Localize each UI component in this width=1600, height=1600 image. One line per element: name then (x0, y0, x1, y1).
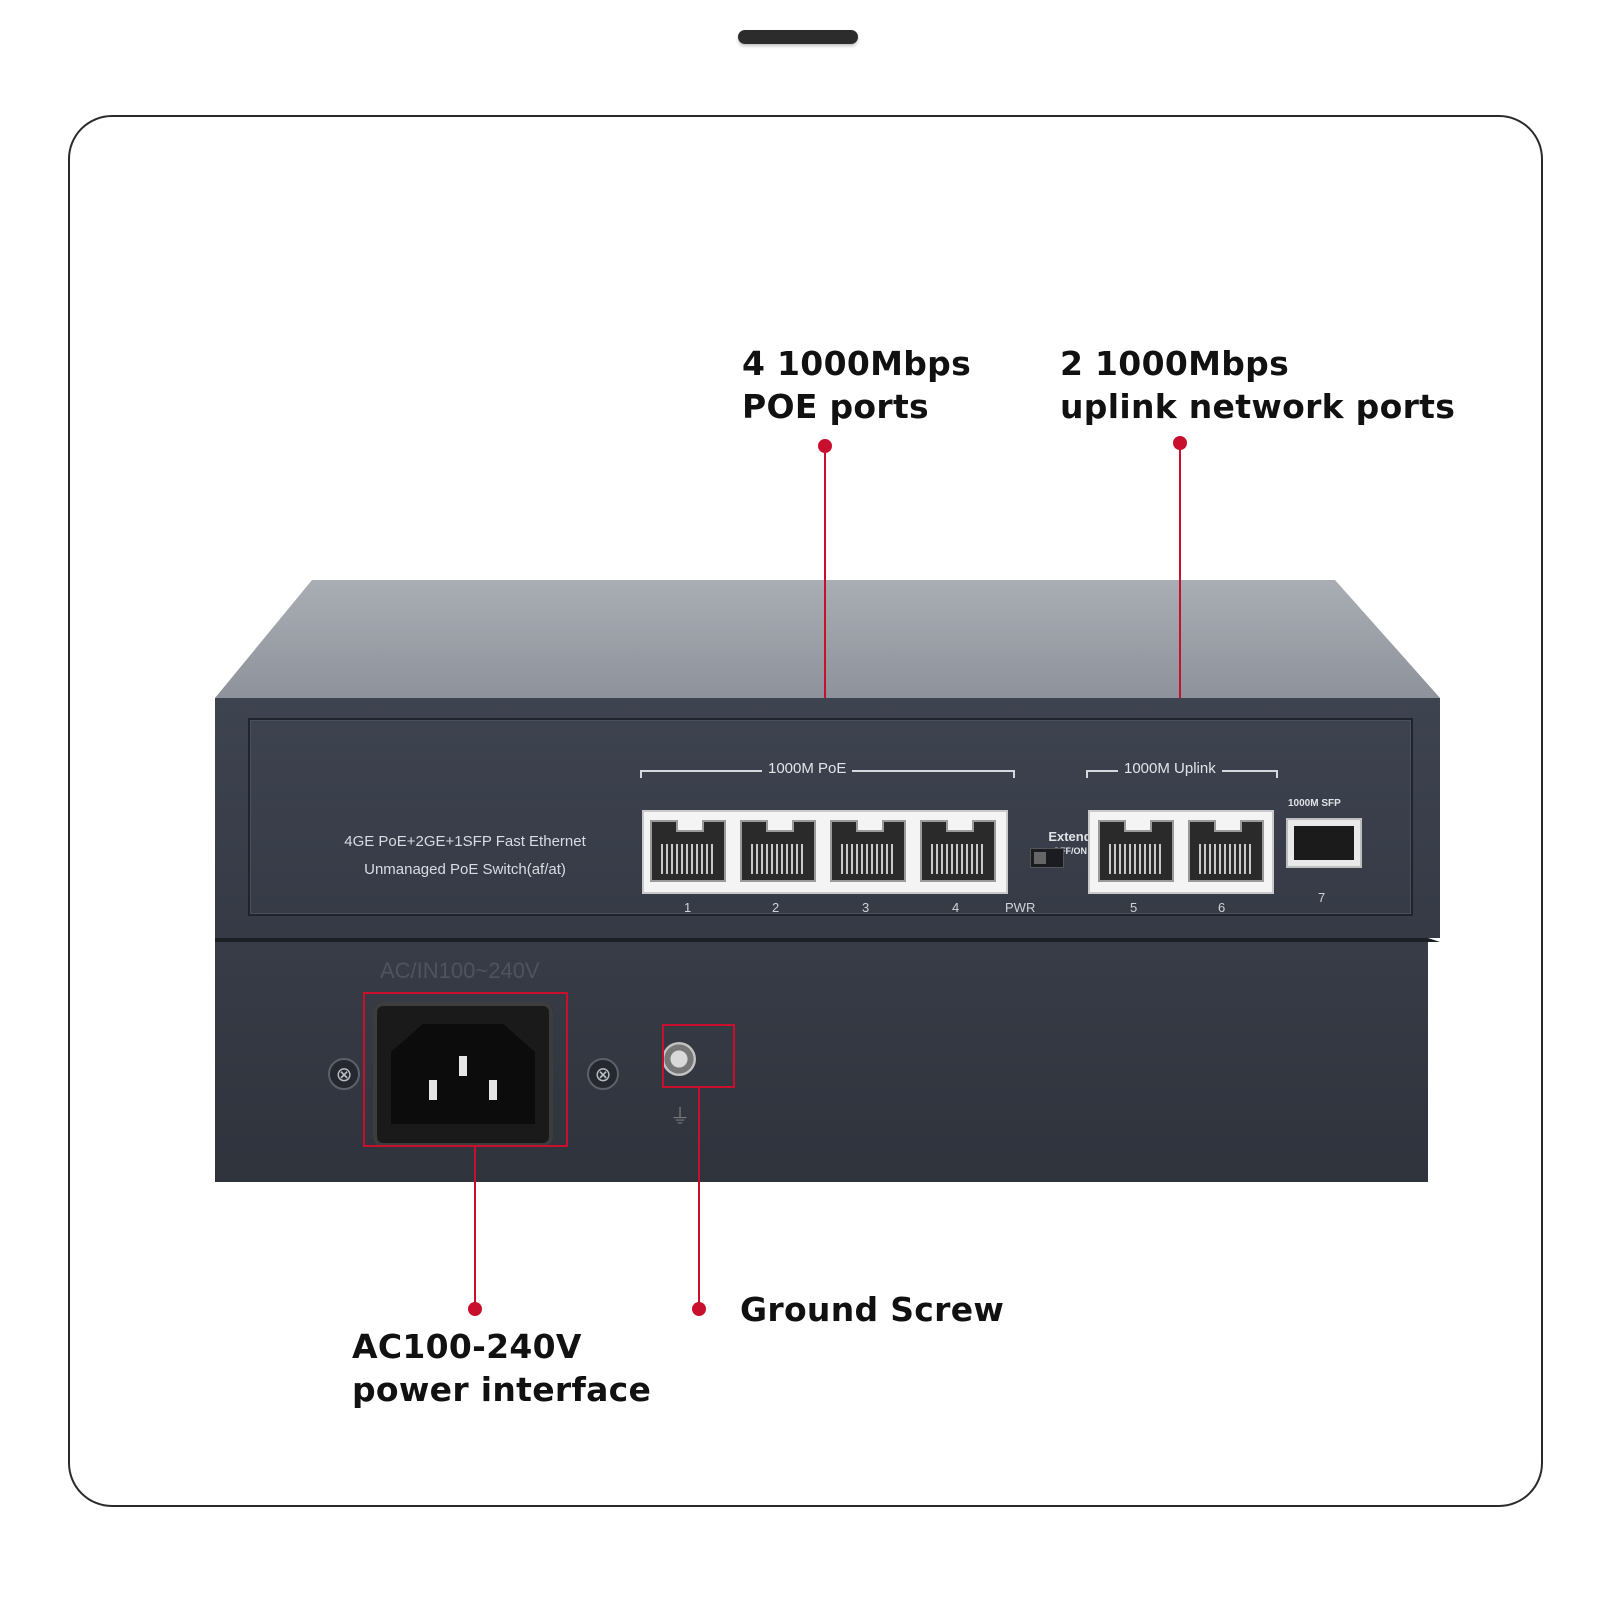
port-number-5: 5 (1130, 900, 1138, 915)
uplink-group-label: 1000M Uplink (1118, 760, 1222, 777)
power-callout-dot (468, 1302, 482, 1316)
pwr-label: PWR (1005, 900, 1036, 915)
poe-port-3[interactable] (830, 820, 906, 882)
poe-callout-line-2: POE ports (742, 387, 929, 426)
ac-power-socket[interactable] (373, 1002, 553, 1147)
poe-ports-callout: 4 1000Mbps POE ports (742, 342, 971, 428)
port-number-1: 1 (684, 900, 692, 915)
extend-switch-label: Extend OFF/ON (1040, 830, 1100, 858)
poe-port-1[interactable] (650, 820, 726, 882)
uplink-callout-line (1179, 443, 1181, 698)
model-line-2: Unmanaged PoE Switch(af/at) (364, 861, 566, 878)
poe-callout-line (824, 446, 826, 698)
uplink-port-5[interactable] (1098, 820, 1174, 882)
power-interface-callout: AC100-240V power interface (352, 1325, 651, 1411)
poe-port-4[interactable] (920, 820, 996, 882)
ground-callout-dot (692, 1302, 706, 1316)
image-frame (68, 115, 1543, 1507)
mounting-screw-right-icon: ⊗ (587, 1058, 619, 1090)
model-description: 4GE PoE+2GE+1SFP Fast Ethernet Unmanaged… (305, 828, 625, 884)
ground-symbol-icon: ⏚ (670, 1104, 690, 1128)
port-number-2: 2 (772, 900, 780, 915)
uplink-port-6[interactable] (1188, 820, 1264, 882)
extend-toggle-switch[interactable] (1030, 848, 1064, 868)
ground-callout-line (698, 1088, 700, 1306)
sfp-label: 1000M SFP (1288, 798, 1341, 809)
port-number-7: 7 (1318, 890, 1326, 905)
power-highlight-box (363, 992, 568, 1147)
switch-rear-panel: AC/IN100~240V ⊗ ⊗ ⏚ (215, 942, 1428, 1182)
poe-callout-line-1: 4 1000Mbps (742, 344, 972, 383)
power-callout-line (474, 1147, 476, 1307)
poe-port-block (642, 810, 1008, 894)
extend-label-text: Extend (1048, 829, 1092, 844)
ground-screw-icon[interactable] (662, 1042, 696, 1076)
power-callout-line-1: AC100-240V (352, 1327, 582, 1366)
power-callout-line-2: power interface (352, 1370, 652, 1409)
uplink-callout-line-1: 2 1000Mbps (1060, 344, 1290, 383)
model-line-1: 4GE PoE+2GE+1SFP Fast Ethernet (344, 833, 586, 850)
switch-front-panel: 4GE PoE+2GE+1SFP Fast Ethernet Unmanaged… (215, 698, 1440, 938)
ground-highlight-box (662, 1024, 735, 1088)
mounting-screw-left-icon: ⊗ (328, 1058, 360, 1090)
extend-label-sub: OFF/ON (1053, 846, 1087, 856)
ac-input-label: AC/IN100~240V (380, 958, 540, 983)
uplink-callout-line-2: uplink network ports (1060, 387, 1456, 426)
uplink-port-block (1088, 810, 1274, 894)
front-panel-bezel: 4GE PoE+2GE+1SFP Fast Ethernet Unmanaged… (248, 718, 1413, 916)
port-number-4: 4 (952, 900, 960, 915)
top-handle-bar (738, 30, 858, 44)
poe-group-label: 1000M PoE (762, 760, 853, 777)
sfp-port-7[interactable] (1286, 818, 1362, 868)
poe-port-2[interactable] (740, 820, 816, 882)
port-number-3: 3 (862, 900, 870, 915)
ground-screw-callout: Ground Screw (740, 1290, 1005, 1329)
port-number-6: 6 (1218, 900, 1226, 915)
uplink-ports-callout: 2 1000Mbps uplink network ports (1060, 342, 1455, 428)
